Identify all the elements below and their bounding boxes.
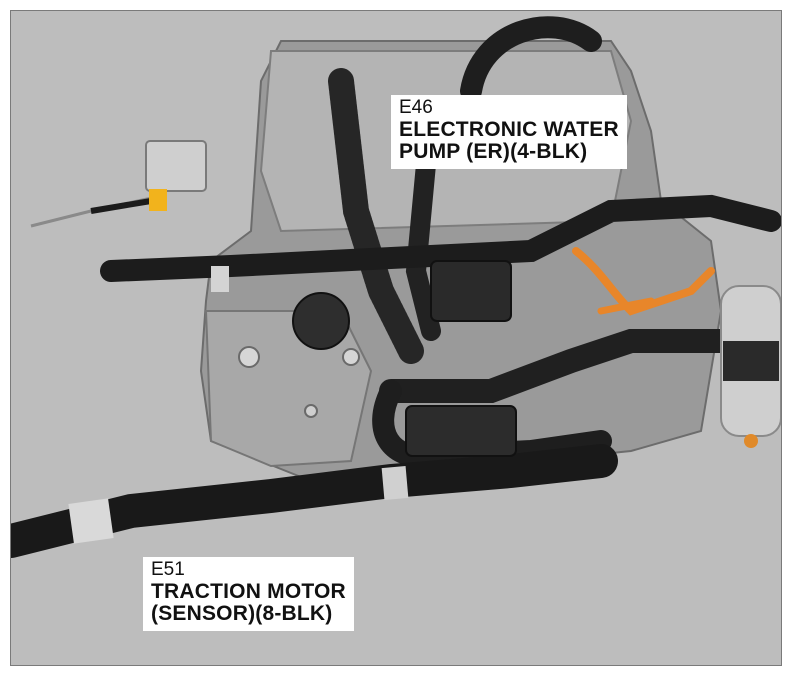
callout-e51: E51 TRACTION MOTOR (SENSOR)(8-BLK) (143, 557, 354, 631)
connector-description: ELECTRONIC WATER PUMP (ER)(4-BLK) (399, 117, 619, 164)
orange-wire (572, 247, 715, 316)
hose-mid (379, 329, 733, 403)
connector-code: E46 (399, 97, 433, 118)
connector-description: TRACTION MOTOR (SENSOR)(8-BLK) (151, 579, 346, 626)
figure-frame: E46 ELECTRONIC WATER PUMP (ER)(4-BLK) E5… (10, 10, 782, 666)
hose-top-arc (460, 16, 602, 102)
connector-code: E51 (151, 559, 185, 580)
water-pump-body (430, 260, 512, 322)
hose-left-main (100, 194, 781, 282)
hose-front-long (11, 444, 618, 558)
callout-e46: E46 ELECTRONIC WATER PUMP (ER)(4-BLK) (391, 95, 627, 169)
